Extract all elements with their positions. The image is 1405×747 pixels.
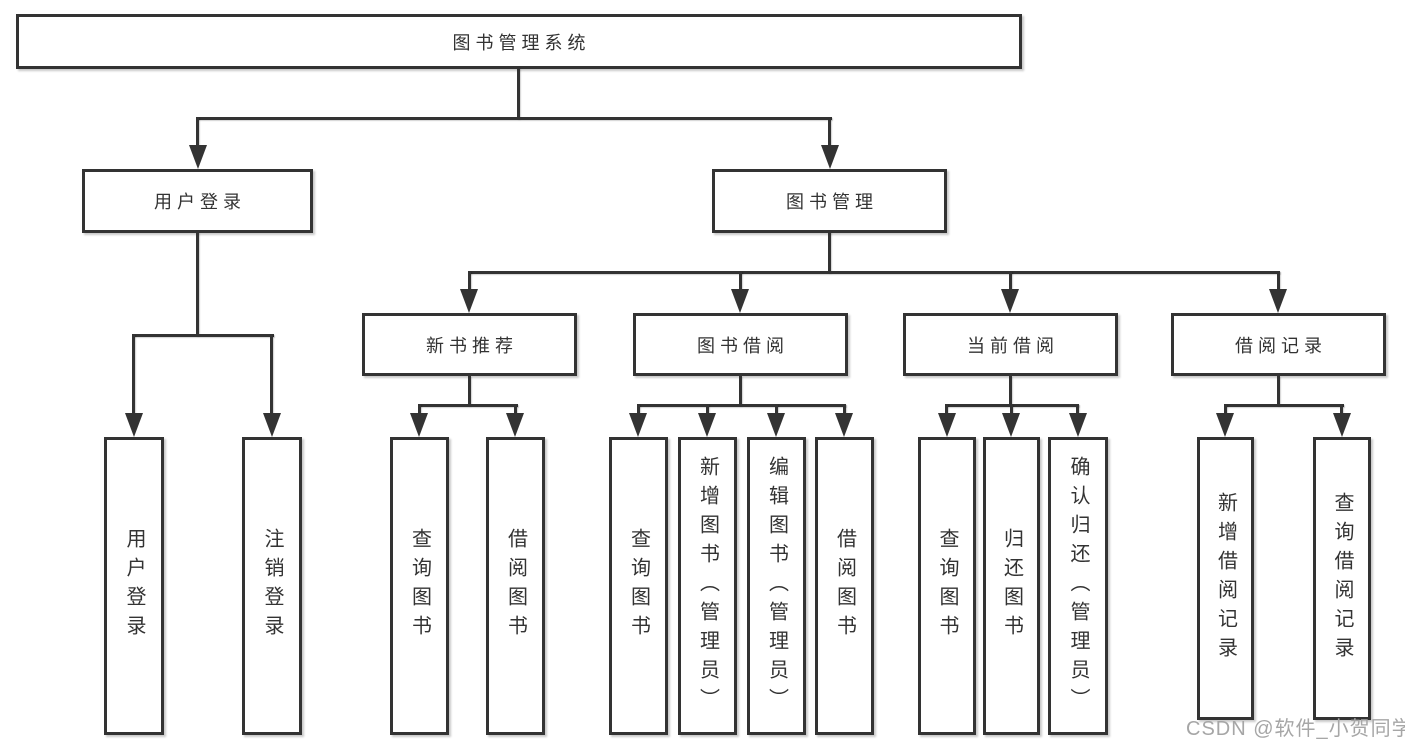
arrow-down-icon — [460, 289, 478, 313]
connector-line — [706, 404, 709, 413]
arrow-down-icon — [125, 413, 143, 437]
arrow-down-icon — [698, 413, 716, 437]
connector-line — [468, 271, 471, 290]
arrow-down-icon — [1269, 289, 1287, 313]
arrow-down-icon — [1333, 413, 1351, 437]
node-query-books-borrowing: 查询图书 — [609, 437, 668, 735]
node-add-books-admin: 新增图书（管理员） — [678, 437, 737, 735]
connector-level3-bar — [468, 271, 1280, 274]
connector-line — [1010, 404, 1013, 413]
connector-bar — [418, 404, 518, 407]
connector-line — [945, 404, 948, 413]
arrow-down-icon — [835, 413, 853, 437]
connector-line — [1277, 271, 1280, 290]
connector-level1-bar — [196, 117, 832, 120]
connector-line — [828, 232, 831, 273]
node-logout-leaf: 注销登录 — [242, 437, 302, 735]
node-confirm-return-admin: 确认归还（管理员） — [1048, 437, 1108, 735]
connector-bar — [132, 334, 274, 337]
node-user-login: 用户登录 — [82, 169, 313, 233]
arrow-down-icon — [938, 413, 956, 437]
arrow-down-icon — [1001, 289, 1019, 313]
node-borrowing-records: 借阅记录 — [1171, 313, 1386, 376]
node-book-borrowing: 图书借阅 — [633, 313, 848, 376]
arrow-down-icon — [263, 413, 281, 437]
arrow-down-icon — [410, 413, 428, 437]
connector-line — [1277, 376, 1280, 406]
node-book-management: 图书管理 — [712, 169, 947, 233]
arrow-down-icon — [189, 145, 207, 169]
connector-bar — [1224, 404, 1344, 407]
connector-bar — [637, 404, 846, 407]
arrow-down-icon — [821, 145, 839, 169]
node-query-books-recommend: 查询图书 — [390, 437, 449, 735]
node-query-books-current: 查询图书 — [918, 437, 976, 735]
connector-line — [270, 334, 273, 414]
node-library-management-system: 图书管理系统 — [16, 14, 1022, 69]
connector-line — [775, 404, 778, 413]
connector-line — [468, 376, 471, 406]
node-edit-books-admin: 编辑图书（管理员） — [747, 437, 806, 735]
arrow-down-icon — [629, 413, 647, 437]
connector-line — [1076, 404, 1079, 413]
arrow-down-icon — [1069, 413, 1087, 437]
connector-line — [1009, 271, 1012, 290]
node-borrow-books-borrowing: 借阅图书 — [815, 437, 874, 735]
node-query-borrow-record: 查询借阅记录 — [1313, 437, 1371, 720]
connector-line — [637, 404, 640, 413]
arrow-down-icon — [1002, 413, 1020, 437]
connector-line — [739, 271, 742, 290]
arrow-down-icon — [767, 413, 785, 437]
node-return-books: 归还图书 — [983, 437, 1040, 735]
node-new-book-recommend: 新书推荐 — [362, 313, 577, 376]
connector-line — [1224, 404, 1227, 413]
node-add-borrow-record: 新增借阅记录 — [1197, 437, 1254, 720]
connector-line — [1009, 376, 1012, 406]
connector-line — [196, 117, 199, 147]
connector-line — [196, 232, 199, 336]
node-current-borrowing: 当前借阅 — [903, 313, 1118, 376]
connector-line — [828, 117, 831, 147]
arrow-down-icon — [731, 289, 749, 313]
connector-root-stem — [517, 68, 520, 119]
connector-line — [418, 404, 421, 413]
connector-line — [843, 404, 846, 413]
watermark: CSDN @软件_小贺同学 — [1186, 718, 1405, 740]
arrow-down-icon — [1216, 413, 1234, 437]
arrow-down-icon — [506, 413, 524, 437]
connector-line — [1340, 404, 1343, 413]
connector-line — [514, 404, 517, 413]
connector-line — [739, 376, 742, 406]
connector-line — [132, 334, 135, 414]
node-borrow-books-recommend: 借阅图书 — [486, 437, 545, 735]
node-user-login-leaf: 用户登录 — [104, 437, 164, 735]
